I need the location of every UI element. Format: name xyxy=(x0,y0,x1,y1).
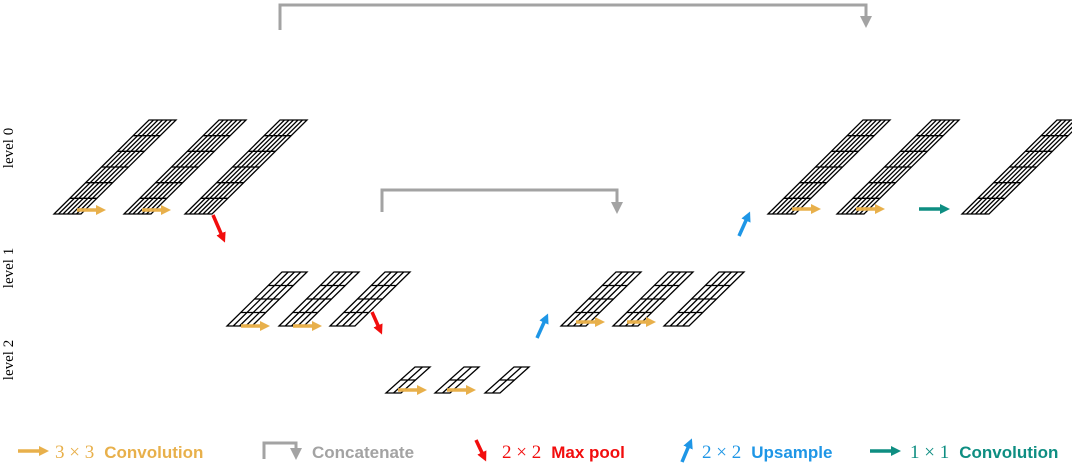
legend-item-label: Concatenate xyxy=(312,443,414,462)
feature-map-grid xyxy=(835,119,961,215)
feature-map-grid xyxy=(483,366,531,394)
feature-map-grid xyxy=(960,119,1072,215)
legend-item-math: 1 × 1 xyxy=(910,442,949,463)
upsample-arrows xyxy=(535,211,751,339)
legend-item-math: 2 × 2 xyxy=(502,442,541,463)
legend-item-label: Upsample xyxy=(751,443,832,462)
concatenate-arrow-level-1 xyxy=(380,188,623,214)
feature-maps xyxy=(52,119,1072,394)
level-label-0: level 0 xyxy=(1,128,17,168)
feature-map-grid xyxy=(183,119,309,215)
svg-text:Concatenate: Concatenate xyxy=(312,443,414,462)
legend-item-label: Convolution xyxy=(104,443,203,462)
gray-bracket-arrow-icon xyxy=(262,441,302,460)
upsample-arrow xyxy=(737,211,751,237)
feature-map-grid xyxy=(277,271,361,327)
maxpool-arrow xyxy=(370,311,383,335)
level-label-2: level 2 xyxy=(1,340,17,380)
concatenate-connectors xyxy=(278,3,872,214)
legend-item-label: Max pool xyxy=(551,443,625,462)
upsample-arrow xyxy=(535,313,549,339)
feature-map-grid xyxy=(122,119,248,215)
red-down-arrow-icon xyxy=(474,439,487,462)
svg-text:2 × 2 Upsample: 2 × 2 Upsample xyxy=(702,442,832,463)
concatenate-arrow-level-0 xyxy=(278,3,872,30)
convolution-arrows xyxy=(77,204,885,395)
svg-text:1 × 1 Convolution: 1 × 1 Convolution xyxy=(910,442,1058,463)
blue-up-arrow-icon xyxy=(680,438,693,463)
maxpool-arrows xyxy=(211,214,383,335)
feature-map-grid xyxy=(559,271,643,327)
feature-map-grid xyxy=(766,119,892,215)
feature-map-grid xyxy=(662,271,746,327)
legend: 3 × 3 Convolution Concatenate 2 × 2 Max … xyxy=(18,438,1058,463)
maxpool-arrow xyxy=(211,214,226,243)
feature-map-grid xyxy=(611,271,695,327)
feature-map-grid xyxy=(225,271,309,327)
legend-item-math: 3 × 3 xyxy=(55,442,94,463)
legend-item-label: Convolution xyxy=(959,443,1058,462)
svg-text:3 × 3 Convolution: 3 × 3 Convolution xyxy=(55,442,203,463)
svg-text:2 × 2 Max pool: 2 × 2 Max pool xyxy=(502,442,625,463)
level-label-1: level 1 xyxy=(1,248,17,288)
legend-item-math: 2 × 2 xyxy=(702,442,741,463)
feature-map-grid xyxy=(52,119,178,215)
feature-map-grid xyxy=(328,271,412,327)
